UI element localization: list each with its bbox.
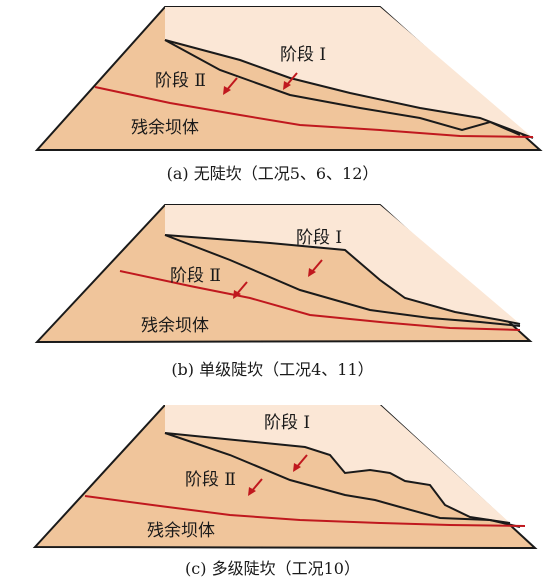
dam-diagram-b: 阶段 Ⅰ 阶段 Ⅱ 残余坝体 bbox=[34, 204, 533, 344]
stage2-surface-line bbox=[164, 234, 521, 327]
stage1-arrowhead bbox=[308, 268, 316, 277]
panel-c: 阶段 Ⅰ 阶段 Ⅱ 残余坝体 (c) 多级陡坎（工况10） bbox=[0, 405, 545, 582]
failure-line bbox=[84, 495, 526, 527]
stage2-label: 阶段 Ⅱ bbox=[170, 266, 221, 286]
stage1-label: 阶段 Ⅰ bbox=[264, 413, 310, 433]
stage1-surface-line bbox=[164, 234, 521, 325]
caption-c: (c) 多级陡坎（工况10） bbox=[185, 559, 360, 578]
stage2-label: 阶段 Ⅱ bbox=[185, 470, 236, 490]
caption-a: (a) 无陡坎（工况5、6、12） bbox=[166, 164, 379, 183]
stage1-eroded-zone bbox=[165, 205, 520, 324]
stage2-label: 阶段 Ⅱ bbox=[155, 71, 206, 91]
stage2-surface-line bbox=[164, 432, 521, 528]
residual-dam-label: 残余坝体 bbox=[141, 316, 209, 336]
stage1-label: 阶段 Ⅰ bbox=[280, 45, 326, 65]
failure-line bbox=[119, 270, 521, 331]
stage2-arrowhead bbox=[233, 290, 241, 299]
stage1-surface-line bbox=[164, 39, 534, 139]
stage1-label: 阶段 Ⅰ bbox=[296, 228, 342, 248]
stage1-surface-line bbox=[164, 432, 511, 524]
panel-a: 阶段 Ⅰ 阶段 Ⅱ 残余坝体 (a) 无陡坎（工况5、6、12） bbox=[0, 0, 545, 200]
stage1-arrowhead bbox=[283, 81, 291, 90]
dam-diagram-a: 阶段 Ⅰ 阶段 Ⅱ 残余坝体 bbox=[34, 6, 543, 151]
stage2-surface-line bbox=[164, 39, 521, 136]
failure-line bbox=[94, 86, 534, 138]
stage2-arrowhead bbox=[223, 86, 231, 95]
stage1-eroded-zone bbox=[165, 7, 533, 138]
panel-b: 阶段 Ⅰ 阶段 Ⅱ 残余坝体 (b) 单级陡坎（工况4、11） bbox=[0, 200, 545, 390]
residual-dam-label: 残余坝体 bbox=[147, 521, 215, 541]
residual-dam-label: 残余坝体 bbox=[131, 118, 199, 138]
stage2-arrowhead bbox=[248, 487, 256, 496]
dam-diagram-c: 阶段 Ⅰ 阶段 Ⅱ 残余坝体 bbox=[32, 405, 538, 550]
caption-b: (b) 单级陡坎（工况4、11） bbox=[171, 360, 374, 379]
stage1-arrowhead bbox=[293, 463, 301, 472]
